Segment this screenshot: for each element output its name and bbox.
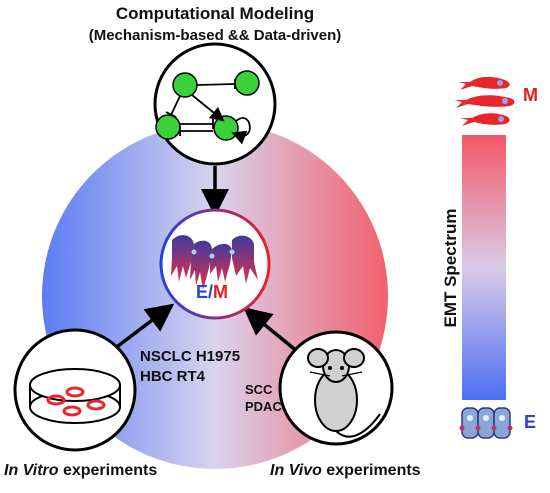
mesenchymal-label: M bbox=[523, 85, 538, 105]
in-vivo-model-scc: SCC bbox=[245, 382, 273, 397]
page-subtitle: (Mechanism-based && Data-driven) bbox=[88, 27, 342, 44]
page-title: Computational Modeling bbox=[115, 4, 315, 23]
mesenchymal-cells-icon bbox=[454, 76, 515, 126]
cell-colony bbox=[65, 386, 85, 398]
in-vitro-caption: In Vitro experiments bbox=[4, 462, 157, 480]
hybrid-cell bbox=[232, 235, 258, 284]
em-label-e: E bbox=[196, 282, 209, 302]
in-vitro-caption-rest: experiments bbox=[58, 462, 158, 479]
arrow-vitro-to-center bbox=[108, 303, 175, 354]
epithelial-cells-icon bbox=[459, 407, 513, 439]
hybrid-em-cells bbox=[159, 208, 271, 320]
petri-dish-icon bbox=[13, 328, 137, 452]
cell-colony bbox=[46, 394, 66, 406]
in-vivo-caption-italic: In Vivo bbox=[270, 462, 322, 479]
arrow-vivo-to-center bbox=[243, 307, 300, 354]
network-node bbox=[155, 114, 181, 140]
in-vivo-model-pdac: PDAC bbox=[245, 399, 282, 414]
mouse-icon bbox=[278, 330, 394, 446]
in-vivo-caption: In Vivo experiments bbox=[270, 462, 421, 480]
cell-line-hbc: HBC RT4 bbox=[140, 368, 206, 385]
network-node bbox=[172, 72, 198, 98]
emt-spectrum-label: EMT Spectrum bbox=[441, 208, 460, 328]
em-label-m: M bbox=[213, 282, 229, 302]
network-node bbox=[213, 115, 239, 141]
emt-spectrum-bar bbox=[462, 135, 506, 400]
epithelial-label: E bbox=[524, 412, 537, 432]
em-label-separator: / bbox=[208, 282, 214, 302]
hybrid-cell bbox=[210, 243, 232, 282]
em-hybrid-label: E/M bbox=[196, 282, 228, 303]
network-node bbox=[234, 70, 260, 96]
in-vitro-caption-italic: In Vitro bbox=[4, 462, 59, 479]
cell-colony bbox=[62, 405, 82, 417]
cell-line-nsclc: NSCLC H1975 bbox=[140, 348, 241, 365]
cell-colony bbox=[86, 399, 106, 411]
in-vivo-caption-rest: experiments bbox=[321, 462, 421, 479]
network-model-icon bbox=[153, 42, 277, 166]
hybrid-cell bbox=[171, 235, 194, 282]
